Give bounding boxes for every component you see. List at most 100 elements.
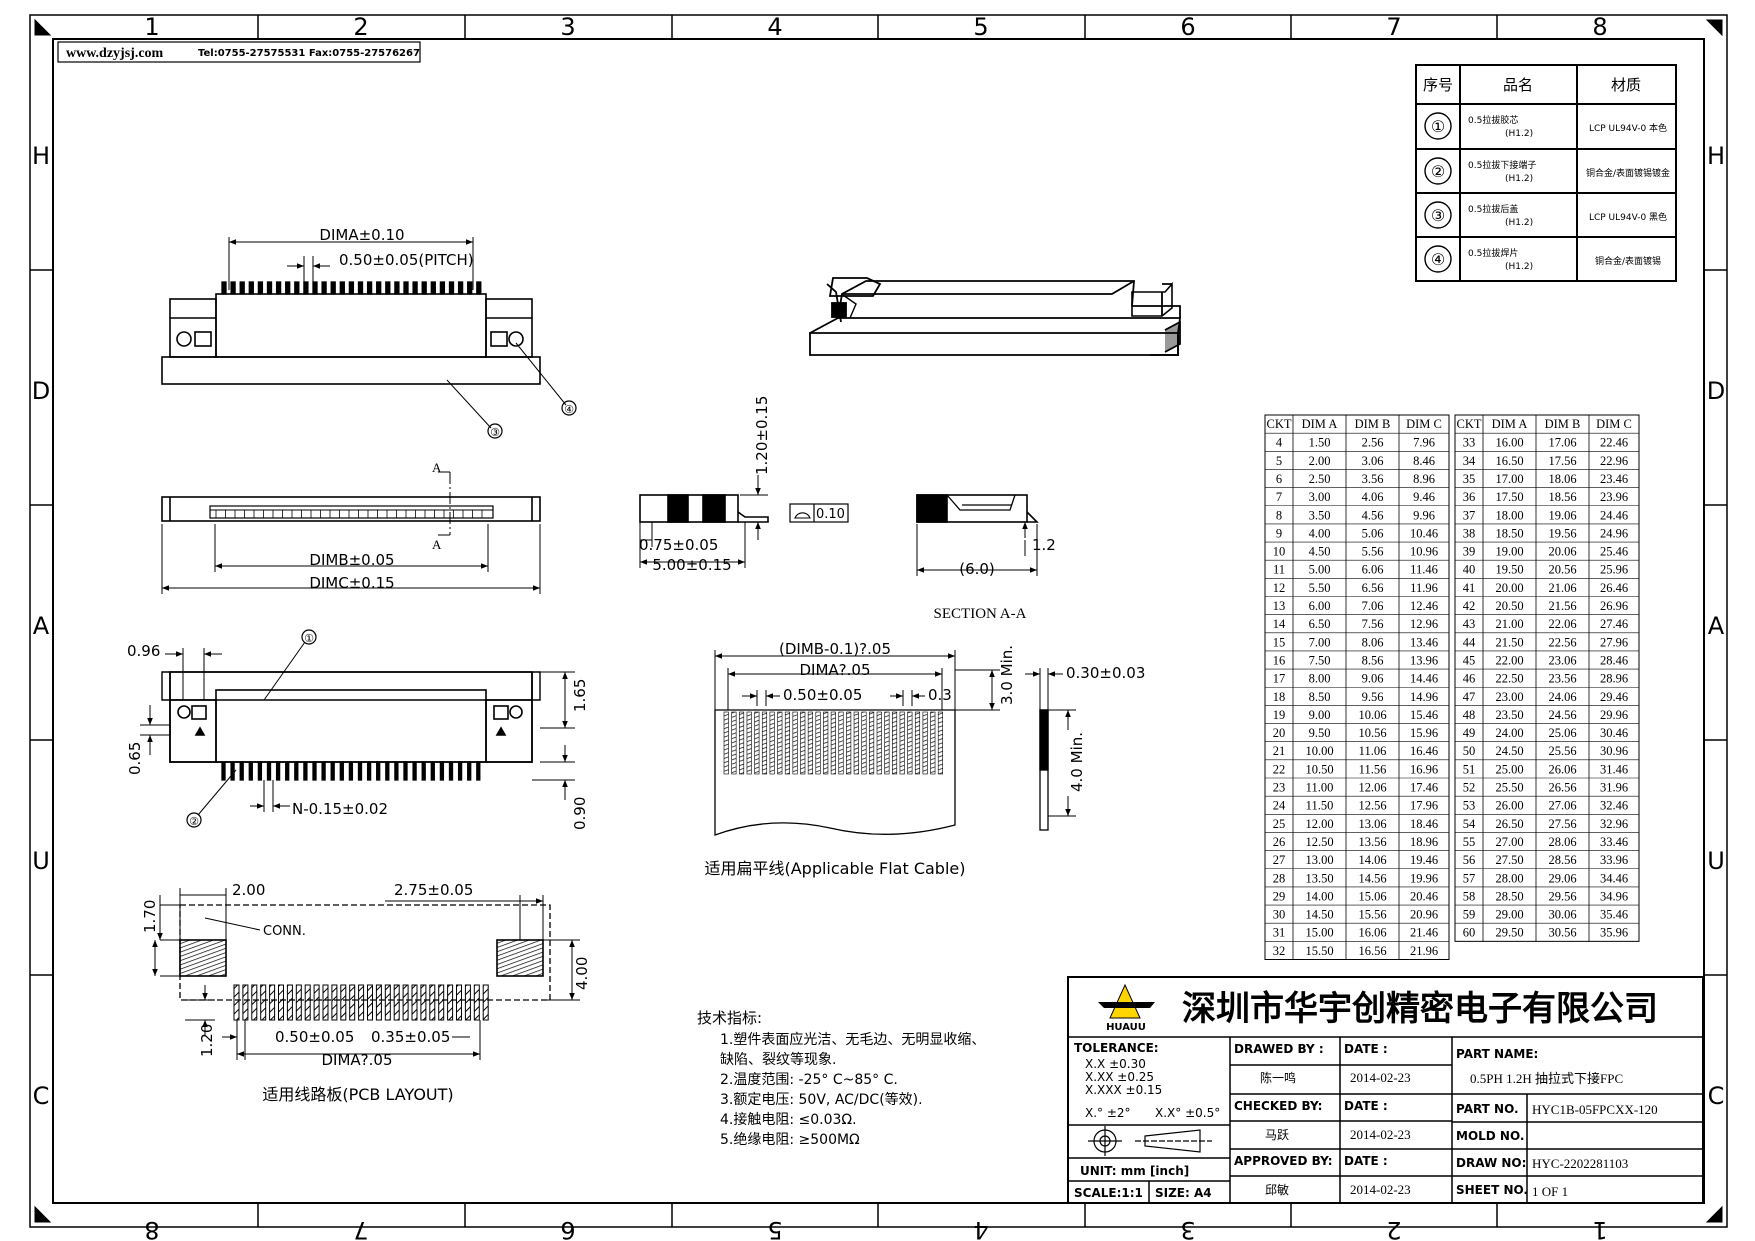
connector-pin [476,281,482,295]
dim-table-cell: 13.06 [1358,817,1386,831]
dim-table-cell: 33.96 [1600,853,1628,867]
sheet-no-label: SHEET NO. [1456,1183,1528,1197]
dim-table-cell: 11 [1273,563,1285,577]
dim-table-cell: 15.56 [1358,908,1386,922]
bom-row-no-circle [1424,112,1452,140]
dim-table-cell: 14 [1273,617,1286,631]
bom-row-material: 铜合金/表面镀锡 [1595,255,1661,267]
dim-table-cell: 14.46 [1410,672,1438,686]
connector-pin [348,281,355,295]
dim-table-cell: 25 [1273,817,1286,831]
dim-table-cell: 7 [1276,490,1282,504]
pcb-d200-label: 2.00 [232,881,265,899]
bom-row-sub: (H1.2) [1505,218,1533,228]
section-d60-label: (6.0) [959,560,995,578]
tolerance-angle-2: X.X° ±0.5° [1155,1106,1220,1120]
dim-table-cell: 21.06 [1548,581,1576,595]
connector-pin [366,761,372,781]
dim-table-cell: 24.46 [1600,508,1628,522]
dim-table-cell: 26.00 [1495,799,1523,813]
dim-table-cell: 14.00 [1305,889,1333,903]
dim-table-cell: 30 [1273,908,1286,922]
pcb-pad [402,984,409,1021]
pcb-pad [393,984,400,1021]
fpc-d050-label: 0.50±0.05 [783,686,862,704]
fpc-finger [723,711,729,775]
section-d12-label: 1.2 [1032,536,1056,554]
dim-table-cell: 30.06 [1548,908,1576,922]
dim-table-cell: 22 [1273,762,1286,776]
dim-table-cell: 8 [1276,508,1282,522]
drawn-by-label: DRAWED BY : [1234,1042,1324,1056]
dim-table-cell: 21.96 [1410,944,1438,958]
dim-table-cell: 21 [1273,744,1286,758]
zone-top-5: 5 [973,13,988,41]
callout-2-top: ② [189,815,199,828]
dim-table-cell: 14.50 [1305,908,1333,922]
connector-pin [457,281,464,295]
connector-pin [321,281,327,295]
callout-3-front: ③ [490,426,500,439]
dim-table-cell: 11.96 [1410,581,1438,595]
zone-left-a: A [33,612,50,640]
zone-right-d: D [1707,377,1725,405]
dim-table-cell: 12.50 [1305,835,1333,849]
dim-table-cell: 22.56 [1548,635,1576,649]
dim-table-cell: 12.56 [1358,799,1386,813]
bom-row-no-circle [1424,157,1452,185]
dim-table-cell: 17 [1273,672,1286,686]
dim-table-cell: 23.46 [1600,472,1628,486]
dim-table-header: DIM B [1355,417,1391,431]
pcb-pad [233,984,240,1021]
dim-table-cell: 25.56 [1548,744,1576,758]
dim-table-cell: 28.46 [1600,653,1628,667]
dim-table-cell: 26 [1273,835,1286,849]
dim-table-cell: 17.46 [1410,781,1438,795]
drawn-by-value: 陈一鸣 [1260,1070,1296,1085]
dim-table-cell: 47 [1463,690,1476,704]
pcb-dima-label: DIMA?.05 [322,1051,393,1069]
dim-table-cell: 15.96 [1410,726,1438,740]
dim-table-cell: 20.56 [1548,563,1576,577]
dim-table-cell: 17.00 [1495,472,1523,486]
pcb-pad [464,984,471,1021]
title-block: HUAUU 深圳市华宇创精密电子有限公司 TOLERANCE: X.X ±0.3… [1067,976,1704,1204]
dim-table-cell: 8.00 [1309,672,1331,686]
date-value-3: 2014-02-23 [1350,1182,1411,1197]
connector-pin [230,281,236,295]
connector-pin [385,281,391,295]
dim-table-cell: 15 [1273,635,1286,649]
connector-pin [394,761,399,781]
dim-table-cell: 16.46 [1410,744,1438,758]
bottom-dimb-label: DIMB±0.05 [309,551,394,569]
dim-table-cell: 29.50 [1495,926,1523,940]
connector-pin [412,281,418,295]
zone-right-a: A [1708,612,1725,640]
bom-row-no-circle [1424,201,1452,229]
dim-table-cell: 30.96 [1600,744,1628,758]
fpc-d030-label: 0.30±0.03 [1066,664,1145,682]
dim-table-cell: 12.46 [1410,599,1438,613]
dim-table-cell: 24 [1273,799,1286,813]
dim-table-cell: 29 [1273,889,1286,903]
pcb-pad [447,984,454,1021]
pcb-pad [322,984,329,1021]
dim-table-cell: 17.56 [1548,454,1576,468]
dim-table-cell: 19.06 [1548,508,1576,522]
fpc-finger [761,711,768,775]
dim-table-cell: 28.96 [1600,672,1628,686]
dim-table-cell: 40 [1463,563,1476,577]
pcb-pad [242,984,249,1021]
dim-table-cell: 4.56 [1362,508,1384,522]
dim-table-cell: 42 [1463,599,1476,613]
pcb-pad [286,984,293,1021]
bottom-view [161,471,541,594]
dim-table-cell: 18 [1273,690,1286,704]
date-label-1: DATE : [1344,1042,1388,1056]
dim-table-cell: 5.06 [1362,526,1384,540]
fpc-finger [853,711,859,775]
connector-pin [448,761,454,781]
dim-table-cell: 18.06 [1548,472,1576,486]
